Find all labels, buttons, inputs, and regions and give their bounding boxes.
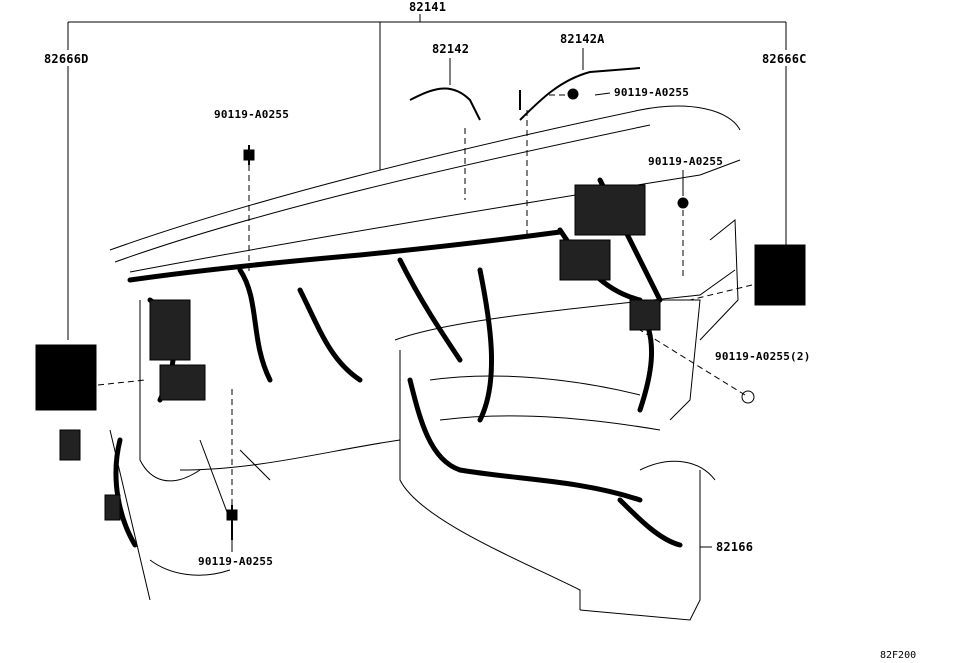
dashboard-outline — [109, 105, 741, 621]
junction-block-right — [754, 244, 806, 306]
bolt-icon — [677, 197, 689, 209]
label-bolt-top-left: 90119-A0255 — [214, 108, 290, 121]
bolt-icon — [567, 88, 579, 100]
label-harness-b: 82142A — [560, 32, 605, 46]
junction-block-left — [35, 344, 97, 411]
label-bolt-top-center: 90119-A0255 — [614, 86, 690, 99]
label-harness-a: 82142 — [432, 42, 470, 56]
label-harness-main: 82141 — [409, 0, 447, 14]
label-bolt-right-lower: 90119-A0255(2) — [715, 350, 811, 363]
dashed-leaders — [97, 94, 753, 505]
label-block-left: 82666D — [44, 52, 89, 66]
main-harness-bracket — [67, 14, 787, 170]
label-block-right: 82666C — [762, 52, 807, 66]
bolt-icon — [243, 145, 255, 165]
bolt-icon — [226, 505, 238, 540]
label-bolt-bottom: 90119-A0255 — [198, 555, 274, 568]
bolt-icon — [741, 390, 755, 404]
label-console-harness: 82166 — [716, 540, 754, 554]
figure-code: 82F200 — [880, 650, 917, 661]
label-bolt-right: 90119-A0255 — [648, 155, 724, 168]
